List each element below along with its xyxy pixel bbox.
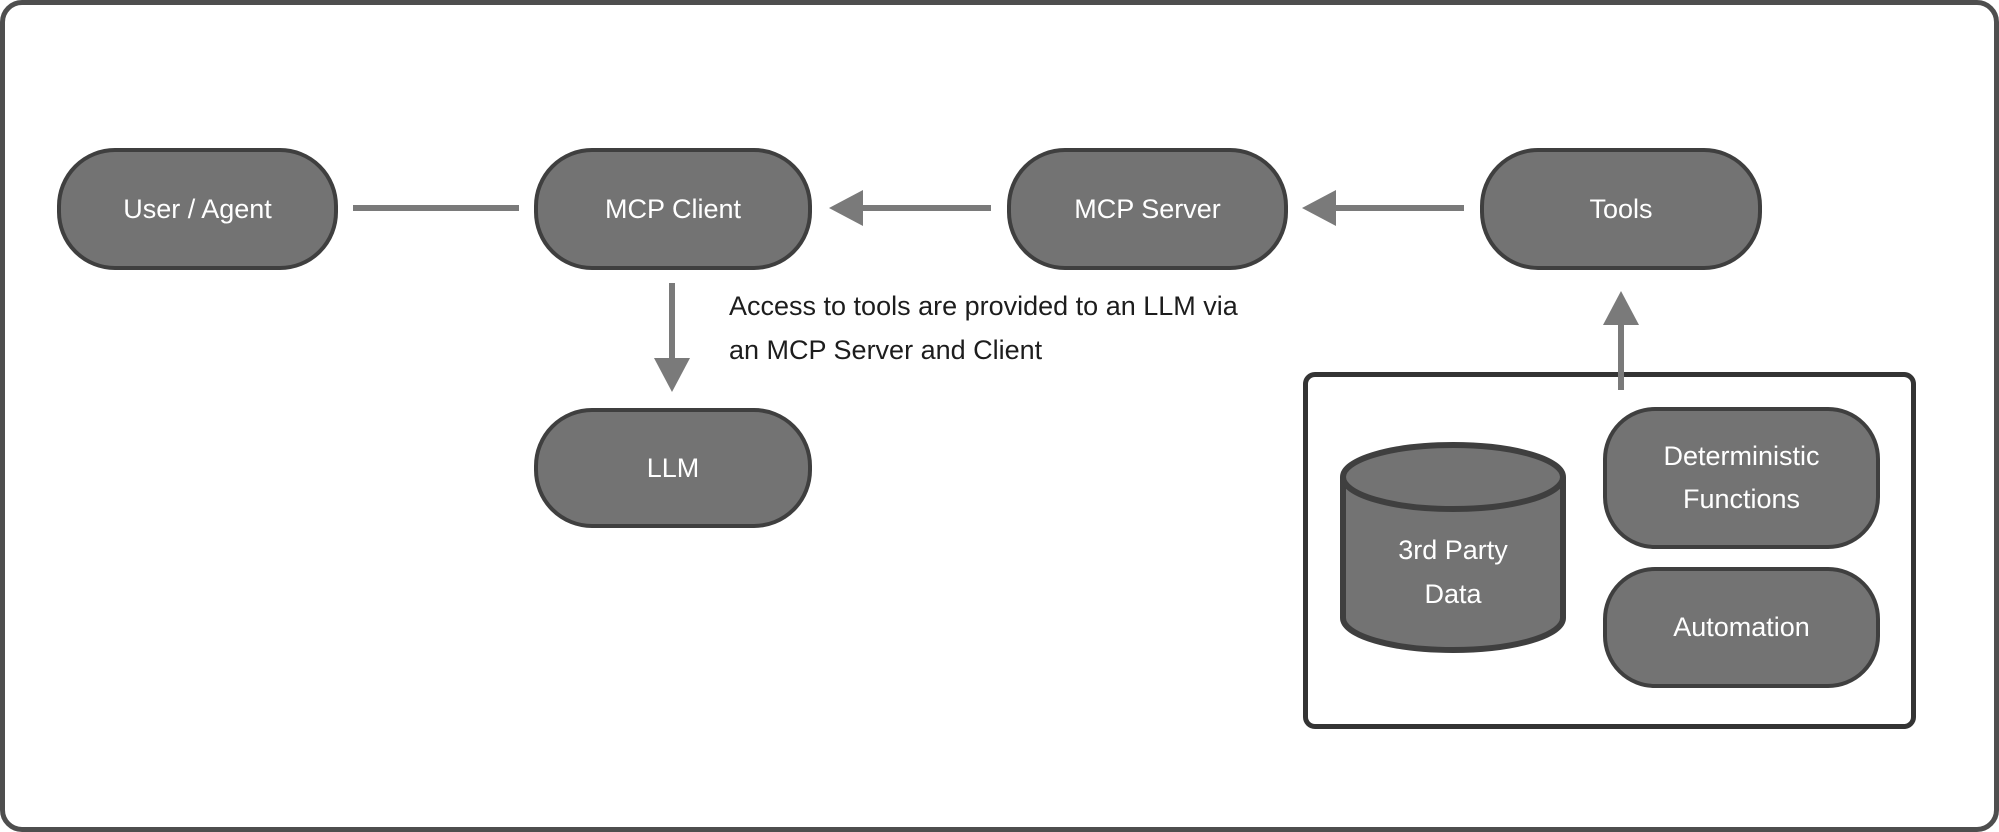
node-mcp-server-label: MCP Server <box>1074 193 1221 224</box>
annotation-text: Access to tools are provided to an LLM v… <box>729 284 1369 372</box>
arrow-mcp-client-to-llm <box>654 283 690 392</box>
annotation-line-1: Access to tools are provided to an LLM v… <box>729 291 1238 321</box>
arrow-tools-to-mcp-server <box>1302 190 1464 226</box>
arrowhead-left-icon <box>829 190 863 226</box>
node-user-agent-label: User / Agent <box>123 193 272 224</box>
node-automation-label: Automation <box>1673 612 1810 642</box>
node-third-party-data-label: 3rd Party Data <box>1398 535 1508 609</box>
node-llm: LLM <box>534 408 812 528</box>
arrow-mcp-server-to-mcp-client <box>829 190 991 226</box>
node-mcp-client-label: MCP Client <box>604 193 742 224</box>
annotation-line-2: an MCP Server and Client <box>729 335 1043 365</box>
node-deterministic-functions-label: Deterministic Functions <box>1663 441 1820 514</box>
arrowhead-up-icon <box>1603 291 1639 325</box>
node-automation: Automation <box>1603 567 1880 688</box>
node-llm-label: LLM <box>646 452 700 483</box>
node-mcp-client: MCP Client <box>534 148 812 270</box>
node-mcp-server: MCP Server <box>1007 148 1288 270</box>
arrowhead-down-icon <box>654 358 690 392</box>
node-user-agent: User / Agent <box>57 148 338 270</box>
node-deterministic-functions: Deterministic Functions <box>1603 407 1880 549</box>
arrowhead-left-icon <box>1302 190 1336 226</box>
node-tools: Tools <box>1480 148 1762 270</box>
node-tools-label: Tools <box>1589 193 1653 224</box>
